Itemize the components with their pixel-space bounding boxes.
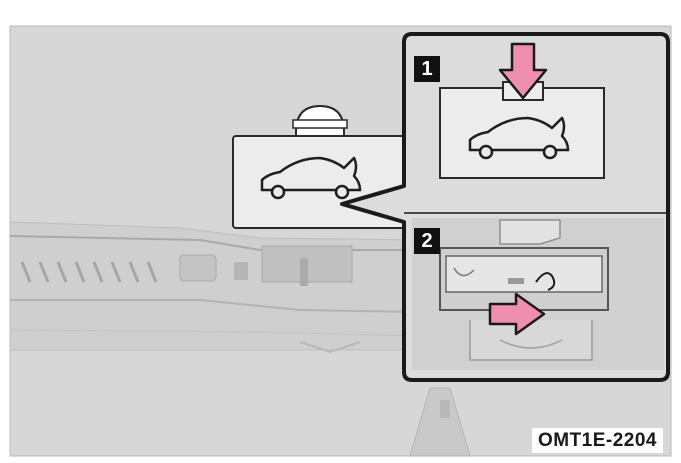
trunk-lid-scene bbox=[9, 221, 471, 457]
arrow-down-icon bbox=[498, 42, 548, 100]
car-trunk-open-icon bbox=[260, 156, 362, 200]
arrow-right-icon bbox=[488, 292, 546, 336]
figure-code-label: OMT1E-2204 bbox=[531, 428, 663, 453]
step-2-panel bbox=[412, 218, 664, 370]
car-trunk-open-icon bbox=[468, 116, 570, 160]
step-1-panel bbox=[439, 42, 605, 179]
step-2-number: 2 bbox=[414, 228, 440, 254]
step-1-number: 1 bbox=[414, 56, 440, 82]
